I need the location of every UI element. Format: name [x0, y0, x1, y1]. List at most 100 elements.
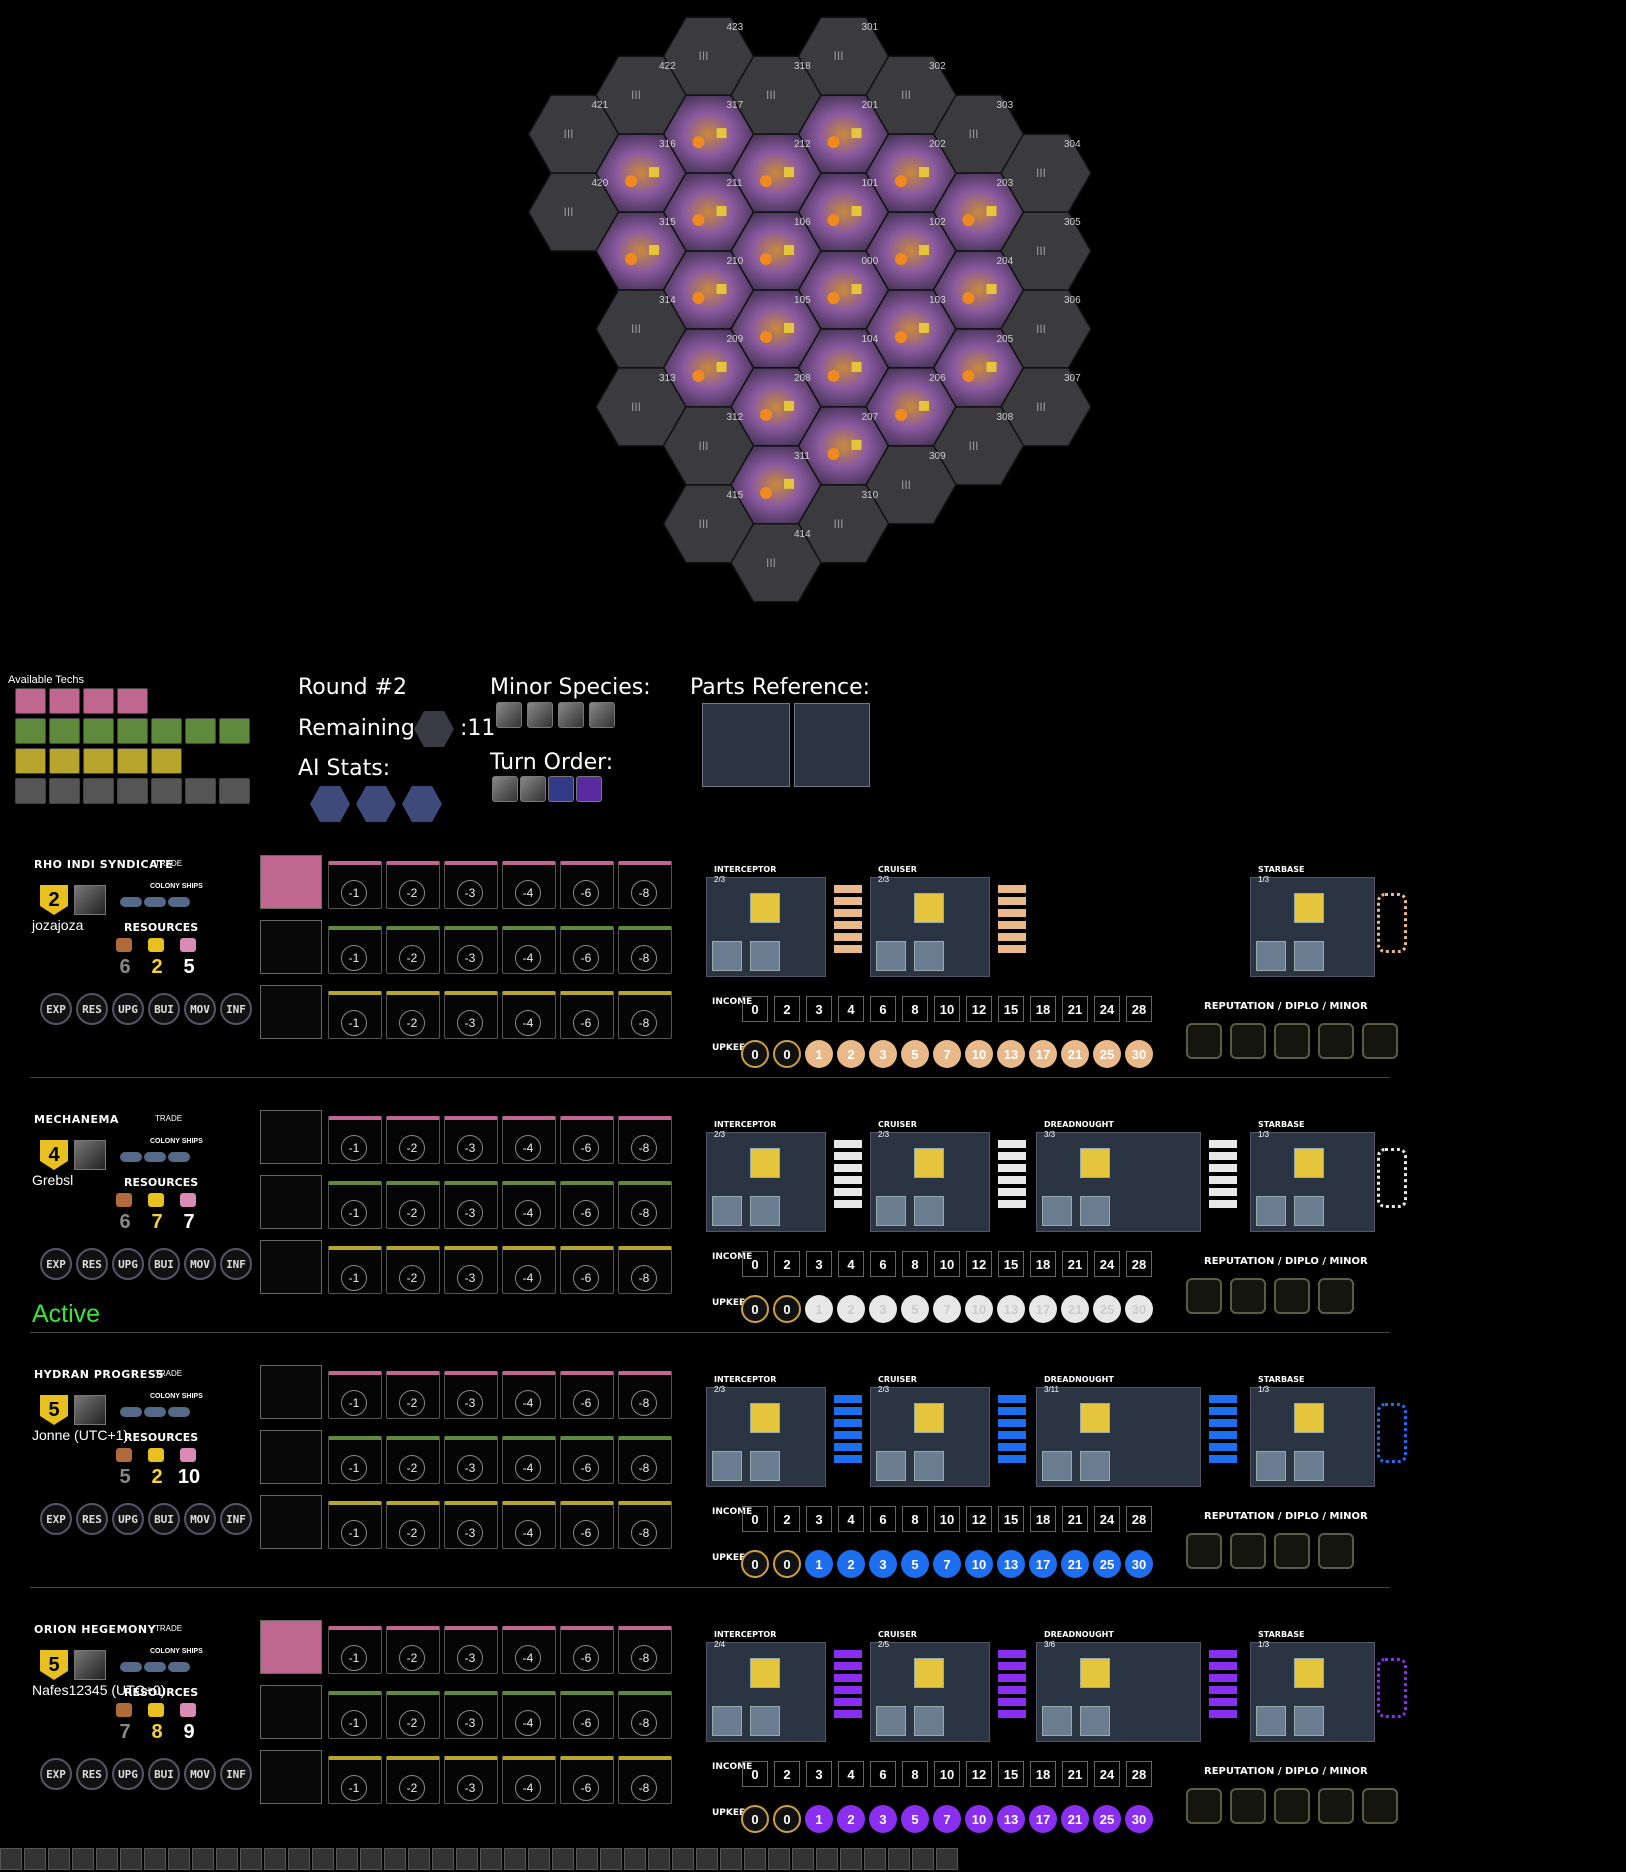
- colony-ship-icon[interactable]: [144, 1662, 166, 1672]
- tech-tile[interactable]: [15, 778, 46, 804]
- colony-ship-icon[interactable]: [144, 1152, 166, 1162]
- action-upg[interactable]: UPG: [112, 1248, 144, 1280]
- tech-slot[interactable]: -4: [502, 1436, 556, 1484]
- tech-tile[interactable]: [15, 718, 46, 744]
- tech-slot[interactable]: -1: [328, 1501, 382, 1549]
- ion-cannon-part[interactable]: [1294, 1658, 1324, 1688]
- tech-slot[interactable]: -8: [618, 1691, 672, 1739]
- tech-slot[interactable]: -3: [444, 1181, 498, 1229]
- bottom-tile[interactable]: [312, 1848, 334, 1870]
- tech-slot[interactable]: -6: [560, 1116, 614, 1164]
- tech-tile[interactable]: [83, 718, 114, 744]
- tech-slot[interactable]: -2: [386, 861, 440, 909]
- tech-slot[interactable]: -4: [502, 1626, 556, 1674]
- hull-part[interactable]: [914, 1706, 944, 1736]
- ai-ship-icon[interactable]: [356, 786, 396, 822]
- tech-tile[interactable]: [151, 778, 182, 804]
- action-exp[interactable]: EXP: [40, 1758, 72, 1790]
- bottom-tile[interactable]: [864, 1848, 886, 1870]
- bottom-tile[interactable]: [432, 1848, 454, 1870]
- action-inf[interactable]: INF: [220, 1503, 252, 1535]
- tech-slot[interactable]: -6: [560, 1246, 614, 1294]
- bottom-tile[interactable]: [288, 1848, 310, 1870]
- bottom-tile[interactable]: [816, 1848, 838, 1870]
- bottom-tile[interactable]: [480, 1848, 502, 1870]
- colony-ship-icon[interactable]: [120, 1662, 142, 1672]
- tech-slot-first[interactable]: [260, 920, 322, 974]
- reputation-slot[interactable]: [1274, 1278, 1310, 1314]
- ion-cannon-part[interactable]: [1294, 893, 1324, 923]
- nuclear-source-part[interactable]: [1042, 1451, 1072, 1481]
- tech-slot[interactable]: -2: [386, 1116, 440, 1164]
- action-inf[interactable]: INF: [220, 1248, 252, 1280]
- bottom-tile[interactable]: [192, 1848, 214, 1870]
- hull-part[interactable]: [1080, 1451, 1110, 1481]
- hull-part[interactable]: [1294, 941, 1324, 971]
- tech-slot-first[interactable]: [260, 1175, 322, 1229]
- bottom-tile[interactable]: [360, 1848, 382, 1870]
- tech-slot-first[interactable]: [260, 1240, 322, 1294]
- tech-slot[interactable]: -1: [328, 1436, 382, 1484]
- bottom-tile[interactable]: [144, 1848, 166, 1870]
- tech-slot[interactable]: -2: [386, 1756, 440, 1804]
- tech-slot[interactable]: -8: [618, 1626, 672, 1674]
- action-bui[interactable]: BUI: [148, 1248, 180, 1280]
- tech-slot[interactable]: -8: [618, 1181, 672, 1229]
- action-res[interactable]: RES: [76, 1503, 108, 1535]
- tech-slot[interactable]: -3: [444, 1691, 498, 1739]
- tech-slot[interactable]: -3: [444, 861, 498, 909]
- nuclear-source-part[interactable]: [1042, 1196, 1072, 1226]
- tech-slot-first[interactable]: [260, 1620, 322, 1674]
- ion-cannon-part[interactable]: [750, 1658, 780, 1688]
- tech-slot-first[interactable]: [260, 1685, 322, 1739]
- tech-slot[interactable]: -4: [502, 1691, 556, 1739]
- nuclear-source-part[interactable]: [1256, 1706, 1286, 1736]
- bottom-tile[interactable]: [168, 1848, 190, 1870]
- tech-slot-first[interactable]: [260, 855, 322, 909]
- tech-slot[interactable]: -8: [618, 1436, 672, 1484]
- tech-tile[interactable]: [49, 778, 80, 804]
- colony-ship-icon[interactable]: [144, 897, 166, 907]
- bottom-tile[interactable]: [96, 1848, 118, 1870]
- colony-ship-icon[interactable]: [168, 897, 190, 907]
- bottom-tile[interactable]: [936, 1848, 958, 1870]
- tech-slot[interactable]: -1: [328, 1691, 382, 1739]
- action-exp[interactable]: EXP: [40, 1503, 72, 1535]
- tech-slot[interactable]: -6: [560, 1436, 614, 1484]
- nuclear-source-part[interactable]: [1256, 941, 1286, 971]
- tech-slot[interactable]: -2: [386, 1246, 440, 1294]
- tech-slot[interactable]: -6: [560, 1501, 614, 1549]
- tech-tile[interactable]: [117, 688, 148, 714]
- colony-ship-icon[interactable]: [168, 1662, 190, 1672]
- tech-slot[interactable]: -3: [444, 1371, 498, 1419]
- tech-slot[interactable]: -3: [444, 1436, 498, 1484]
- tech-tile[interactable]: [15, 748, 46, 774]
- tech-slot[interactable]: -1: [328, 1626, 382, 1674]
- hull-part[interactable]: [914, 1451, 944, 1481]
- bottom-tile[interactable]: [384, 1848, 406, 1870]
- hull-part[interactable]: [750, 941, 780, 971]
- tech-slot[interactable]: -2: [386, 1501, 440, 1549]
- ai-ship-icon[interactable]: [310, 786, 350, 822]
- hull-part[interactable]: [750, 1451, 780, 1481]
- tech-slot[interactable]: -3: [444, 926, 498, 974]
- tech-slot[interactable]: -3: [444, 1116, 498, 1164]
- tech-slot[interactable]: -1: [328, 861, 382, 909]
- ion-cannon-part[interactable]: [750, 1148, 780, 1178]
- colony-ship-icon[interactable]: [144, 1407, 166, 1417]
- tech-slot[interactable]: -4: [502, 1116, 556, 1164]
- action-mov[interactable]: MOV: [184, 993, 216, 1025]
- parts-reference-card[interactable]: [702, 703, 790, 787]
- tech-slot[interactable]: -2: [386, 1691, 440, 1739]
- tech-slot[interactable]: -2: [386, 1626, 440, 1674]
- tech-slot[interactable]: -3: [444, 1501, 498, 1549]
- tech-slot[interactable]: -2: [386, 1371, 440, 1419]
- hull-part[interactable]: [914, 1196, 944, 1226]
- turn-order-avatar[interactable]: [492, 776, 518, 802]
- bottom-tile[interactable]: [120, 1848, 142, 1870]
- tech-slot[interactable]: -4: [502, 1501, 556, 1549]
- minor-species-tile[interactable]: [589, 702, 615, 728]
- action-bui[interactable]: BUI: [148, 1503, 180, 1535]
- action-bui[interactable]: BUI: [148, 993, 180, 1025]
- tech-slot[interactable]: -8: [618, 1371, 672, 1419]
